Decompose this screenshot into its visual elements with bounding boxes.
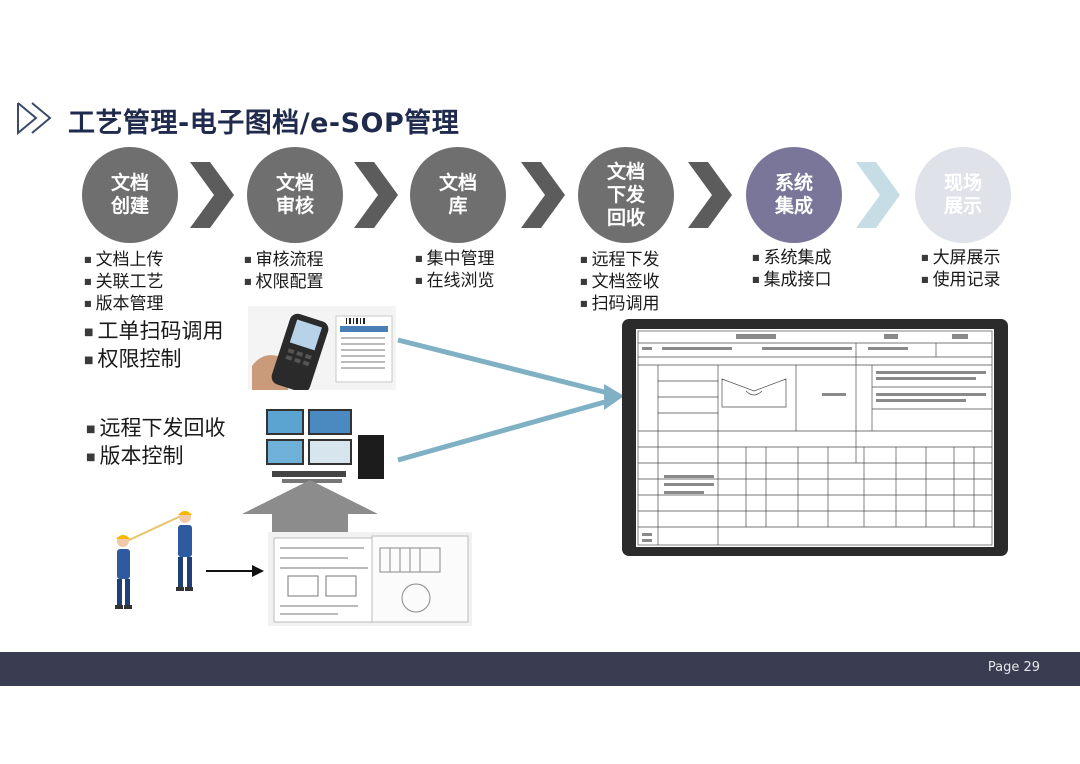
paper-drawings-image [268, 532, 472, 626]
step-label: 文档 审核 [276, 172, 314, 218]
step-label: 文档 下发 回收 [607, 161, 645, 230]
list-item: 权限配置 [244, 271, 324, 293]
step-bullets-display: 大屏展示 使用记录 [921, 247, 1001, 291]
list-item: 在线浏览 [415, 270, 495, 292]
handheld-scanner-image [248, 306, 396, 390]
double-chevron-icon [16, 100, 60, 136]
step-label: 文档 创建 [111, 172, 149, 218]
list-item: 文档签收 [580, 271, 660, 293]
chevron-right-icon [854, 160, 902, 230]
connector-lines [390, 330, 630, 470]
step-bullets-create: 文档上传 关联工艺 版本管理 [84, 249, 164, 315]
page-number: Page 29 [988, 660, 1040, 675]
right-arrow-icon [206, 562, 264, 580]
step-doc-distribute: 文档 下发 回收 [578, 147, 674, 243]
chevron-right-icon [686, 160, 734, 230]
feature-bullets-scan: 工单扫码调用 权限控制 [84, 318, 223, 374]
step-onsite-display: 现场 展示 [915, 147, 1011, 243]
list-item: 版本控制 [86, 443, 225, 471]
list-item: 文档上传 [84, 249, 164, 271]
step-label: 系统 集成 [775, 172, 813, 218]
step-bullets-distribute: 远程下发 文档签收 扫码调用 [580, 249, 660, 315]
process-card-image [636, 329, 994, 547]
step-label: 现场 展示 [944, 172, 982, 218]
list-item: 集成接口 [752, 269, 832, 291]
list-item: 大屏展示 [921, 247, 1001, 269]
list-item: 远程下发 [580, 249, 660, 271]
list-item: 扫码调用 [580, 293, 660, 315]
up-arrow-icon [240, 480, 380, 532]
step-bullets-integration: 系统集成 集成接口 [752, 247, 832, 291]
workstation-image [262, 405, 386, 487]
footer-bar [0, 652, 1080, 686]
chevron-right-icon [188, 160, 236, 230]
list-item: 版本管理 [84, 293, 164, 315]
step-doc-library: 文档 库 [410, 147, 506, 243]
step-doc-review: 文档 审核 [247, 147, 343, 243]
list-item: 工单扫码调用 [84, 318, 223, 346]
step-label: 文档 库 [439, 172, 477, 218]
page-title: 工艺管理-电子图档/e-SOP管理 [68, 101, 459, 140]
list-item: 关联工艺 [84, 271, 164, 293]
feature-bullets-distribute: 远程下发回收 版本控制 [86, 415, 225, 471]
step-system-integration: 系统 集成 [746, 147, 842, 243]
large-display-screen [622, 319, 1008, 556]
chevron-right-icon [352, 160, 400, 230]
step-doc-create: 文档 创建 [82, 147, 178, 243]
step-bullets-review: 审核流程 权限配置 [244, 249, 324, 293]
list-item: 集中管理 [415, 248, 495, 270]
step-bullets-library: 集中管理 在线浏览 [415, 248, 495, 292]
list-item: 远程下发回收 [86, 415, 225, 443]
list-item: 系统集成 [752, 247, 832, 269]
list-item: 审核流程 [244, 249, 324, 271]
chevron-right-icon [519, 160, 567, 230]
workers-image [105, 505, 201, 617]
list-item: 权限控制 [84, 346, 223, 374]
list-item: 使用记录 [921, 269, 1001, 291]
